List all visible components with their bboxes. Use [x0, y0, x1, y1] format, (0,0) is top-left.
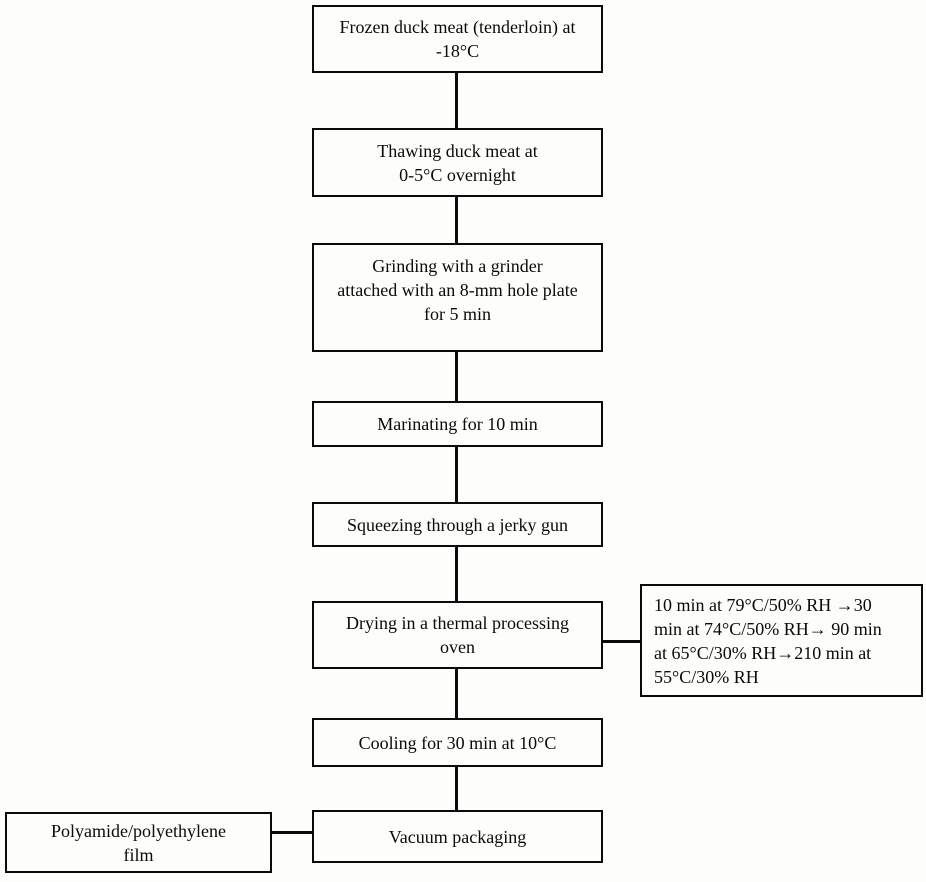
node-film: Polyamide/polyethylene film [5, 812, 272, 873]
connector-grinding-to-marinating [455, 351, 458, 403]
node-film-label: Polyamide/polyethylene film [51, 820, 226, 865]
connector-thawing-to-grinding [455, 196, 458, 245]
node-drying-schedule: 10 min at 79°C/50% RH →30 min at 74°C/50… [640, 584, 923, 697]
node-drying-label: Drying in a thermal processing oven [346, 613, 569, 657]
node-drying-schedule-label: 10 min at 79°C/50% RH →30 min at 74°C/50… [654, 594, 882, 687]
node-vacuum-packaging-label: Vacuum packaging [388, 826, 527, 847]
node-squeezing: Squeezing through a jerky gun [312, 502, 603, 547]
node-vacuum-packaging: Vacuum packaging [312, 810, 603, 863]
node-cooling: Cooling for 30 min at 10°C [312, 718, 603, 767]
node-thawing-label: Thawing duck meat at 0-5°C overnight [377, 140, 538, 185]
node-thawing: Thawing duck meat at 0-5°C overnight [312, 128, 603, 197]
node-frozen-duck-meat: Frozen duck meat (tenderloin) at -18°C [312, 5, 603, 73]
node-marinating: Marinating for 10 min [312, 401, 603, 447]
node-drying: Drying in a thermal processing oven [312, 601, 603, 669]
node-squeezing-label: Squeezing through a jerky gun [347, 514, 568, 535]
node-marinating-label: Marinating for 10 min [377, 414, 538, 434]
connector-drying-to-cooling [455, 668, 458, 720]
node-grinding: Grinding with a grinder attached with an… [312, 243, 603, 352]
node-frozen-duck-meat-label: Frozen duck meat (tenderloin) at -18°C [339, 17, 576, 61]
node-grinding-label: Grinding with a grinder attached with an… [337, 256, 578, 324]
connector-marinating-to-squeezing [455, 446, 458, 504]
node-cooling-label: Cooling for 30 min at 10°C [358, 732, 557, 753]
connector-squeezing-to-drying [455, 546, 458, 603]
connector-frozen-to-thawing [455, 72, 458, 130]
connector-film-to-vacuum [270, 831, 314, 834]
connector-cooling-to-vacuum [455, 766, 458, 812]
connector-drying-to-schedule [601, 640, 642, 643]
